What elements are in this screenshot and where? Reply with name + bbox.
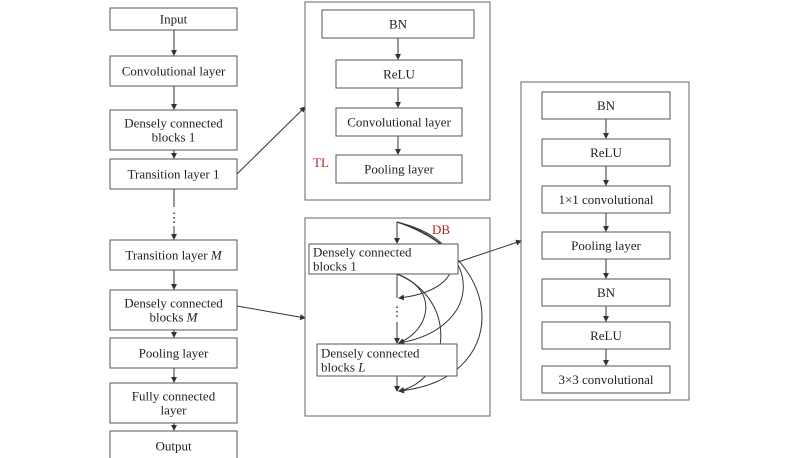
skip-connection-5	[396, 273, 442, 393]
block-node-relu2-label: ReLU	[590, 328, 622, 343]
block-node-bn1-rect	[541, 91, 671, 120]
left-node-db1-label: blocks 1	[152, 130, 196, 145]
db-node-db1-label: blocks 1	[313, 259, 357, 274]
block-node-relu1-label: ReLU	[590, 145, 622, 160]
tl-node-pool-label: Pooling layer	[364, 162, 434, 177]
block-node-pool-label: Pooling layer	[571, 238, 641, 253]
block-node-conv3x3-label: 3×3 convolutional	[558, 372, 653, 387]
tl-node-conv: Convolutional layer	[335, 107, 463, 137]
db-node-db1-label: Densely connected	[313, 245, 412, 260]
block-panel-frame	[520, 81, 690, 401]
db-node-db1-rect	[308, 243, 459, 275]
block-node-pool-rect	[541, 231, 671, 260]
left-node-pool: Pooling layer	[109, 337, 238, 369]
tl1-to-panel-arrow	[236, 106, 306, 175]
tl-node-relu-label: ReLU	[383, 67, 415, 82]
left-node-fc-label: Fully connected	[132, 389, 216, 404]
left-node-pool-rect	[109, 337, 238, 369]
skip-connection-2	[396, 221, 464, 346]
block-node-conv3x3-rect	[541, 365, 671, 394]
skip-connection-3	[396, 221, 483, 394]
db-label: DB	[432, 222, 450, 237]
left-node-dbm-label: Densely connected	[124, 296, 223, 311]
left-node-pool-label: Pooling layer	[139, 346, 209, 361]
block-node-relu2: ReLU	[541, 321, 671, 350]
block-node-bn1-label: BN	[597, 98, 616, 113]
transition-panel-frame	[304, 1, 491, 201]
tl-label: TL	[313, 155, 329, 170]
tl-node-relu: ReLU	[335, 59, 463, 89]
left-node-input-rect	[109, 7, 238, 31]
left-node-tl1-rect	[109, 158, 238, 190]
block-node-relu1-rect	[541, 138, 671, 167]
left-node-tl1: Transition layer 1	[109, 158, 238, 190]
block-node-relu2-rect	[541, 321, 671, 350]
db-node-dbl-label: blocks L	[321, 360, 365, 375]
block-node-conv1x1-rect	[541, 185, 671, 214]
tl-node-bn: BN	[321, 9, 475, 39]
db-ellipsis: ⋮	[391, 304, 404, 319]
block-node-conv1x1: 1×1 convolutional	[541, 185, 671, 214]
tl-node-conv-label: Convolutional layer	[347, 115, 451, 130]
block-node-conv1x1-label: 1×1 convolutional	[558, 192, 653, 207]
left-node-input: Input	[109, 7, 238, 31]
left-node-db1-rect	[109, 109, 238, 151]
block-node-bn2: BN	[541, 278, 671, 307]
tl-node-bn-rect	[321, 9, 475, 39]
block-node-bn1: BN	[541, 91, 671, 120]
left-node-tl1-label: Transition layer 1	[128, 167, 220, 182]
left-node-output-label: Output	[155, 439, 192, 454]
left-node-tlm-label: Transition layer M	[125, 248, 222, 263]
tl-node-conv-rect	[335, 107, 463, 137]
left-node-dbm-rect	[109, 289, 238, 331]
left-node-tlm-rect	[109, 239, 238, 271]
left-node-db1-label: Densely connected	[124, 116, 223, 131]
db-node-dbl-rect	[316, 343, 458, 377]
dbm-to-panel-arrow	[236, 305, 306, 321]
block-node-bn2-rect	[541, 278, 671, 307]
block-node-bn2-label: BN	[597, 285, 616, 300]
left-node-output-rect	[109, 430, 238, 458]
dense-panel-frame	[304, 217, 491, 417]
db-node-dbl-label: Densely connected	[321, 346, 420, 361]
left-node-conv: Convolutional layer	[109, 55, 238, 87]
left-node-output: Output	[109, 430, 238, 458]
block-node-relu1: ReLU	[541, 138, 671, 167]
block-node-pool: Pooling layer	[541, 231, 671, 260]
left-node-conv-label: Convolutional layer	[122, 64, 226, 79]
left-node-tlm: Transition layer M	[109, 239, 238, 271]
left-node-fc-label: layer	[161, 403, 188, 418]
tl-node-pool: Pooling layer	[335, 154, 463, 184]
left-node-dbm-label: blocks M	[149, 310, 198, 325]
left-node-input-label: Input	[160, 12, 188, 27]
left-node-conv-rect	[109, 55, 238, 87]
block-node-conv3x3: 3×3 convolutional	[541, 365, 671, 394]
left-node-fc-rect	[109, 382, 238, 424]
tl-node-pool-rect	[335, 154, 463, 184]
tl-node-relu-rect	[335, 59, 463, 89]
left-ellipsis: ⋮	[168, 210, 181, 225]
tl-node-bn-label: BN	[389, 17, 408, 32]
